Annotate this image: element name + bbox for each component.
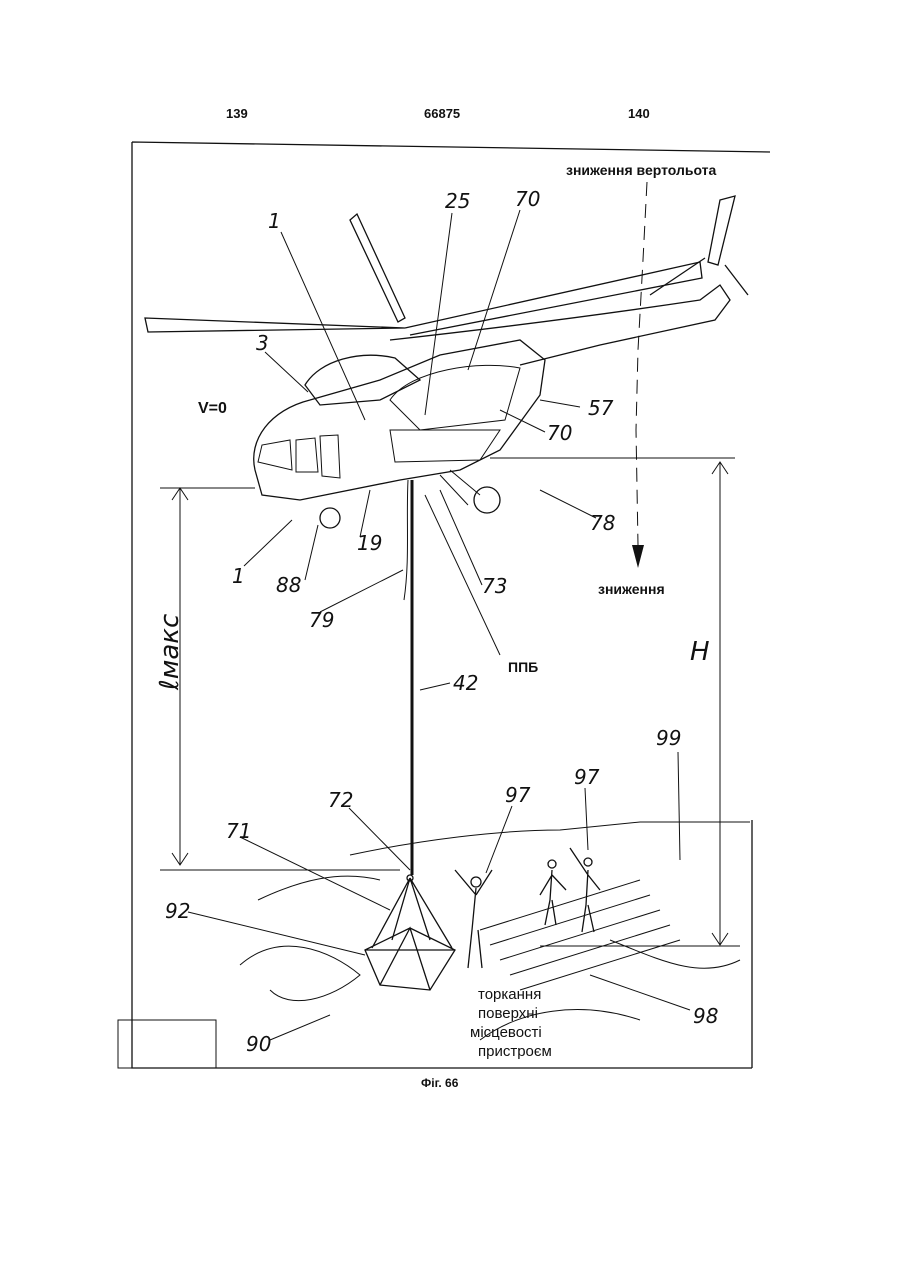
ref-71: 71 bbox=[226, 819, 251, 843]
person-1 bbox=[455, 870, 492, 968]
lanyard bbox=[404, 480, 408, 600]
engine-cowling bbox=[305, 355, 420, 405]
ref-97-b: 97 bbox=[574, 765, 600, 789]
descent-arrowhead bbox=[632, 545, 644, 568]
main-wheel bbox=[474, 487, 500, 513]
ref-1-bottom: 1 bbox=[232, 564, 245, 588]
ref-88: 88 bbox=[276, 573, 301, 597]
label-lmax: ℓмакс bbox=[155, 614, 185, 691]
ref-79: 79 bbox=[309, 608, 334, 632]
tail-rotor bbox=[650, 196, 748, 295]
ref-3: 3 bbox=[256, 331, 269, 355]
label-descent-top: зниження вертольота bbox=[566, 162, 717, 178]
ref-90: 90 bbox=[246, 1032, 271, 1056]
descent-arrow-line bbox=[636, 182, 647, 545]
ref-70-right: 70 bbox=[547, 421, 572, 445]
label-contact-1: торкання bbox=[478, 986, 541, 1003]
ref-72: 72 bbox=[328, 788, 353, 812]
ref-78: 78 bbox=[590, 511, 615, 535]
figure-frame bbox=[132, 142, 770, 1068]
net-cargo bbox=[365, 878, 455, 990]
ref-57: 57 bbox=[588, 396, 614, 420]
ref-97-a: 97 bbox=[505, 783, 531, 807]
label-descent: зниження bbox=[598, 581, 665, 597]
label-v0: V=0 bbox=[198, 400, 227, 417]
ref-99: 99 bbox=[656, 726, 681, 750]
main-rotor bbox=[145, 214, 702, 335]
label-contact-3: місцевості bbox=[470, 1024, 542, 1041]
ref-70-top: 70 bbox=[515, 187, 540, 211]
label-h: H bbox=[690, 637, 710, 667]
cargo-door bbox=[390, 365, 520, 462]
ground-hatching bbox=[480, 880, 680, 990]
corner-box bbox=[118, 1020, 216, 1068]
front-wheel bbox=[320, 508, 340, 528]
person-2 bbox=[540, 860, 566, 925]
ref-73: 73 bbox=[482, 574, 507, 598]
label-contact-4: пристроєм bbox=[478, 1043, 552, 1060]
person-3 bbox=[570, 848, 600, 932]
label-contact-2: поверхні bbox=[478, 1005, 538, 1022]
ref-25: 25 bbox=[445, 189, 470, 213]
cockpit-windows bbox=[258, 435, 340, 478]
ref-19: 19 bbox=[357, 531, 382, 555]
ref-42: 42 bbox=[453, 671, 478, 695]
ref-98: 98 bbox=[693, 1004, 718, 1028]
figure-caption: Фіг. 66 bbox=[421, 1076, 458, 1090]
ref-1-top: 1 bbox=[268, 209, 281, 233]
label-ppb: ППБ bbox=[508, 659, 538, 675]
ref-92: 92 bbox=[165, 899, 190, 923]
